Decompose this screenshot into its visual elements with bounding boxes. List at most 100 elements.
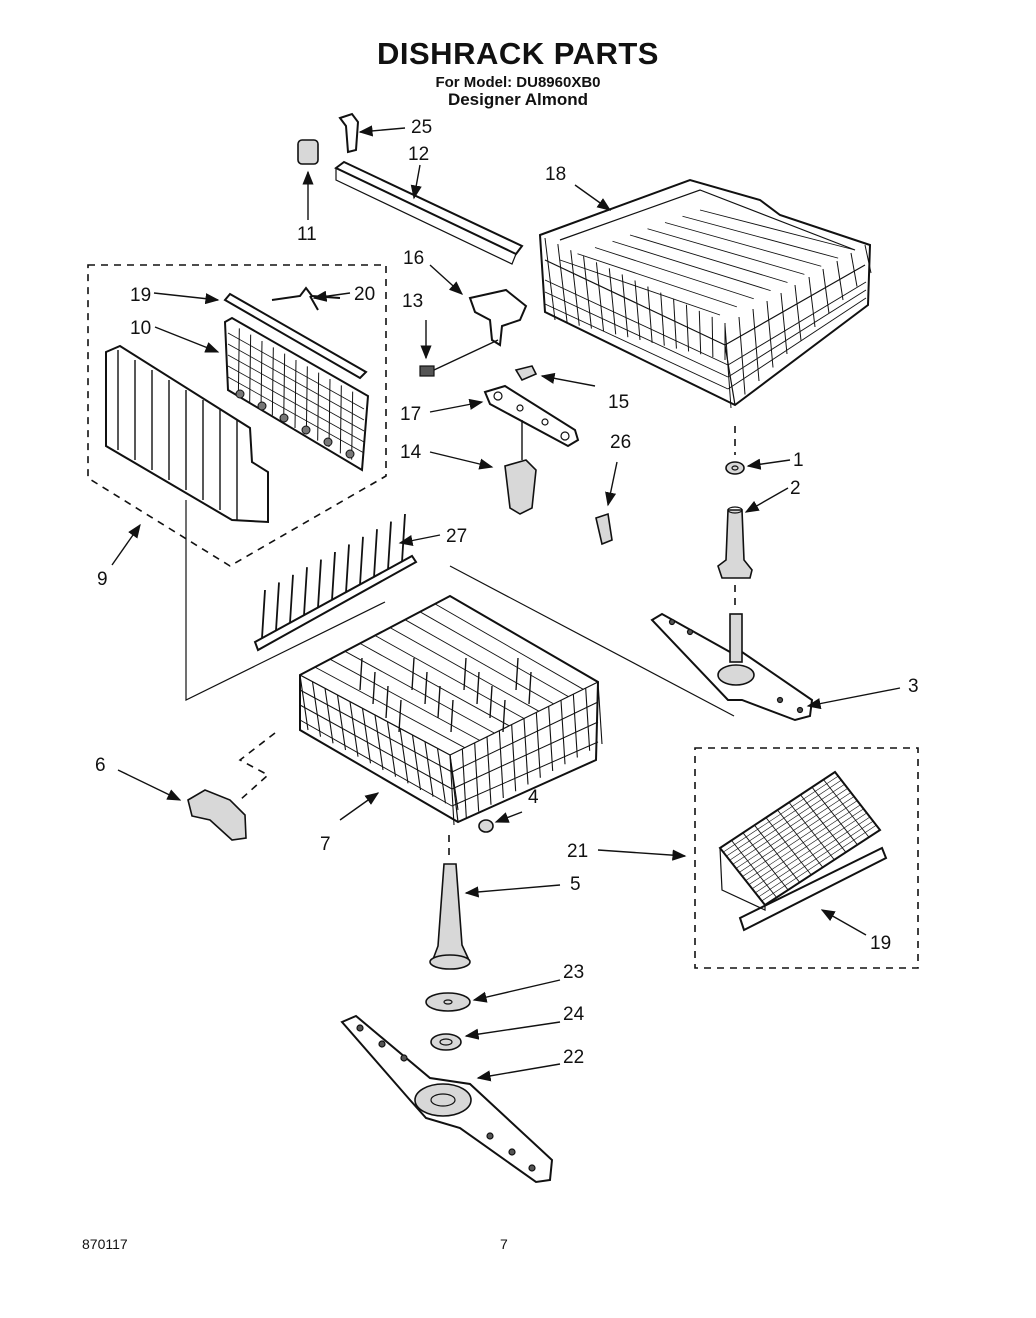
wire [437, 685, 441, 719]
wire [399, 728, 409, 784]
callout-22: 22 [563, 1047, 584, 1068]
wire [227, 376, 365, 454]
wire [299, 674, 309, 731]
part-12-rail [334, 160, 524, 265]
wire [594, 247, 754, 300]
wire [811, 786, 858, 845]
wire [261, 589, 266, 639]
wire [344, 650, 495, 734]
wire [800, 794, 846, 853]
callout-3: 3 [908, 676, 919, 697]
wire [699, 209, 856, 251]
wire [777, 809, 823, 868]
callout-26: 26 [610, 432, 631, 453]
wire [585, 688, 591, 751]
part-19-strip-bottom [738, 846, 888, 932]
wire [685, 304, 690, 352]
callout-4: 4 [528, 787, 539, 808]
wire [698, 310, 702, 355]
wire [597, 681, 603, 745]
wire [227, 354, 365, 432]
wire [289, 574, 294, 623]
wire [754, 824, 800, 883]
wire [727, 297, 867, 390]
callout-21: 21 [567, 841, 588, 862]
part-21-silverware-basket [718, 770, 882, 911]
callout-25: 25 [411, 117, 432, 138]
part-2-feed-tube [717, 506, 753, 579]
wire [449, 595, 599, 683]
wire [385, 685, 389, 719]
wire [727, 281, 867, 366]
wire [548, 706, 554, 772]
wire [766, 300, 774, 368]
wire [498, 730, 504, 799]
wire [359, 643, 510, 727]
wire [299, 704, 453, 790]
wire [577, 253, 738, 308]
wire [434, 603, 584, 690]
wire [227, 343, 365, 421]
callout-16: 16 [403, 248, 424, 269]
wire [664, 222, 822, 267]
wire [476, 671, 480, 705]
wire [629, 234, 788, 283]
wire [361, 708, 372, 764]
part-14-hinge [504, 420, 537, 515]
wire [515, 657, 519, 691]
wire [528, 671, 532, 705]
wire [608, 268, 617, 335]
wire [682, 215, 839, 259]
wire [560, 700, 566, 765]
part-1-washer [725, 461, 745, 475]
wire [329, 658, 480, 741]
wire [424, 741, 434, 797]
part-10-basket [223, 316, 370, 472]
wire [557, 244, 568, 323]
wire [794, 284, 802, 341]
wire [660, 292, 665, 346]
callout-11: 11 [297, 224, 317, 245]
part-7-lower-rack [299, 594, 603, 826]
wire [535, 712, 541, 778]
wire [559, 259, 721, 316]
wire [836, 260, 844, 301]
wire [324, 688, 334, 744]
part-17-arm [483, 384, 580, 448]
wire [647, 286, 653, 343]
part-15-knob [514, 365, 538, 382]
wire [647, 228, 805, 275]
callout-20: 20 [354, 284, 375, 305]
wire [411, 734, 422, 791]
wire [595, 262, 605, 332]
wire [386, 721, 397, 777]
part-19-strip-top [223, 292, 368, 380]
callout-19-lower: 19 [870, 933, 891, 954]
callout-12: 12 [408, 144, 429, 165]
wire [374, 714, 384, 771]
wire [419, 611, 569, 697]
part-23-washer [425, 992, 471, 1012]
model-line: For Model: DU8960XB0 [435, 74, 601, 91]
wire [612, 240, 771, 292]
wire [570, 250, 580, 326]
callout-1: 1 [793, 450, 804, 471]
part-3-upper-spray-arm [650, 612, 814, 722]
wire [349, 701, 359, 757]
wire [301, 425, 311, 435]
callout-13: 13 [402, 291, 423, 312]
wire [398, 699, 402, 733]
wire [451, 741, 599, 807]
wire [374, 635, 525, 719]
wire [489, 685, 493, 719]
wire [634, 280, 641, 341]
wire [227, 365, 365, 443]
wire [373, 529, 378, 578]
wire [299, 674, 451, 756]
wire [314, 666, 466, 749]
wire [227, 332, 365, 410]
wire [389, 627, 540, 712]
wire [738, 316, 746, 395]
wire [257, 401, 267, 411]
